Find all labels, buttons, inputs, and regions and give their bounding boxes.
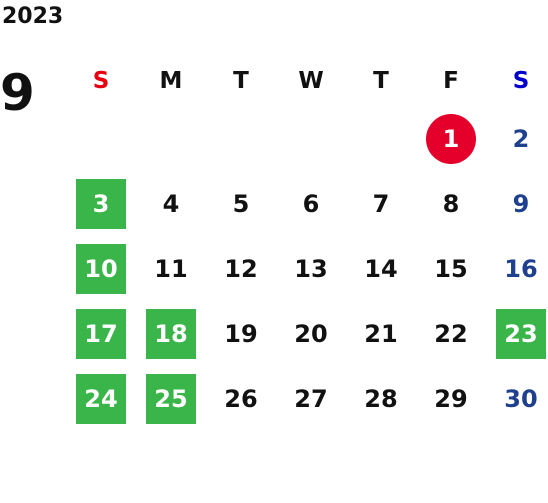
day-cell[interactable]: 18 (136, 301, 206, 366)
day-cell[interactable]: 15 (416, 236, 486, 301)
day-cell[interactable]: 8 (416, 171, 486, 236)
empty-day-cell (276, 106, 346, 171)
day-number (286, 114, 336, 164)
day-number: 13 (294, 254, 328, 283)
year-label: 2023 (2, 4, 64, 29)
day-number: 12 (224, 254, 258, 283)
day-number: 26 (224, 384, 258, 413)
day-cell[interactable]: 22 (416, 301, 486, 366)
day-cell[interactable]: 14 (346, 236, 416, 301)
day-cell[interactable]: 28 (346, 366, 416, 431)
weekday-header-tuesday: T (233, 68, 249, 94)
day-cell[interactable]: 16 (486, 236, 548, 301)
weekday-header-wednesday: W (298, 68, 324, 94)
day-number: 30 (504, 384, 538, 413)
day-number (356, 114, 406, 164)
day-number: 16 (504, 254, 538, 283)
day-number: 20 (294, 319, 328, 348)
day-number: 25 (146, 373, 196, 424)
day-number: 24 (76, 373, 126, 424)
day-cell[interactable]: 30 (486, 366, 548, 431)
day-number: 28 (364, 384, 398, 413)
day-cell[interactable]: 4 (136, 171, 206, 236)
day-cell[interactable]: 3 (66, 171, 136, 236)
day-number: 18 (146, 308, 196, 359)
day-number: 14 (364, 254, 398, 283)
day-cell[interactable]: 23 (486, 301, 548, 366)
day-cell[interactable]: 17 (66, 301, 136, 366)
day-number: 2 (512, 124, 530, 153)
day-number: 23 (496, 308, 546, 359)
day-number: 11 (154, 254, 188, 283)
day-cell[interactable]: 1 (416, 106, 486, 171)
day-cell[interactable]: 13 (276, 236, 346, 301)
day-number: 3 (76, 178, 126, 229)
day-number: 5 (232, 189, 250, 218)
day-cell[interactable]: 12 (206, 236, 276, 301)
day-cell[interactable]: 9 (486, 171, 548, 236)
day-cell[interactable]: 7 (346, 171, 416, 236)
day-number (216, 114, 266, 164)
day-cell[interactable]: 5 (206, 171, 276, 236)
day-number: 4 (162, 189, 180, 218)
day-number: 29 (434, 384, 468, 413)
empty-day-cell (136, 106, 206, 171)
day-cell[interactable]: 27 (276, 366, 346, 431)
day-cell[interactable]: 6 (276, 171, 346, 236)
day-number: 17 (76, 308, 126, 359)
day-cell[interactable]: 2 (486, 106, 548, 171)
day-number: 22 (434, 319, 468, 348)
day-cell[interactable]: 26 (206, 366, 276, 431)
day-number: 8 (442, 189, 460, 218)
day-cell[interactable]: 24 (66, 366, 136, 431)
day-number: 9 (512, 189, 530, 218)
weekday-header-saturday: S (512, 68, 530, 94)
weekday-header-friday: F (443, 68, 459, 94)
weekday-header-monday: M (159, 68, 183, 94)
empty-day-cell (346, 106, 416, 171)
day-number: 15 (434, 254, 468, 283)
day-number: 21 (364, 319, 398, 348)
day-cell[interactable]: 11 (136, 236, 206, 301)
day-cell[interactable]: 21 (346, 301, 416, 366)
day-cell[interactable]: 29 (416, 366, 486, 431)
day-cell[interactable]: 20 (276, 301, 346, 366)
weekday-header-thursday: T (373, 68, 389, 94)
day-number: 1 (426, 113, 476, 164)
empty-day-cell (206, 106, 276, 171)
day-number (76, 114, 126, 164)
day-cell[interactable]: 19 (206, 301, 276, 366)
day-number (146, 114, 196, 164)
day-cell[interactable]: 25 (136, 366, 206, 431)
day-number: 6 (302, 189, 320, 218)
day-cell[interactable]: 10 (66, 236, 136, 301)
day-number: 10 (76, 243, 126, 294)
day-number: 7 (372, 189, 390, 218)
day-number: 27 (294, 384, 328, 413)
day-number: 19 (224, 319, 258, 348)
month-label: 9 (0, 64, 35, 122)
empty-day-cell (66, 106, 136, 171)
weekday-header-sunday: S (92, 68, 110, 94)
